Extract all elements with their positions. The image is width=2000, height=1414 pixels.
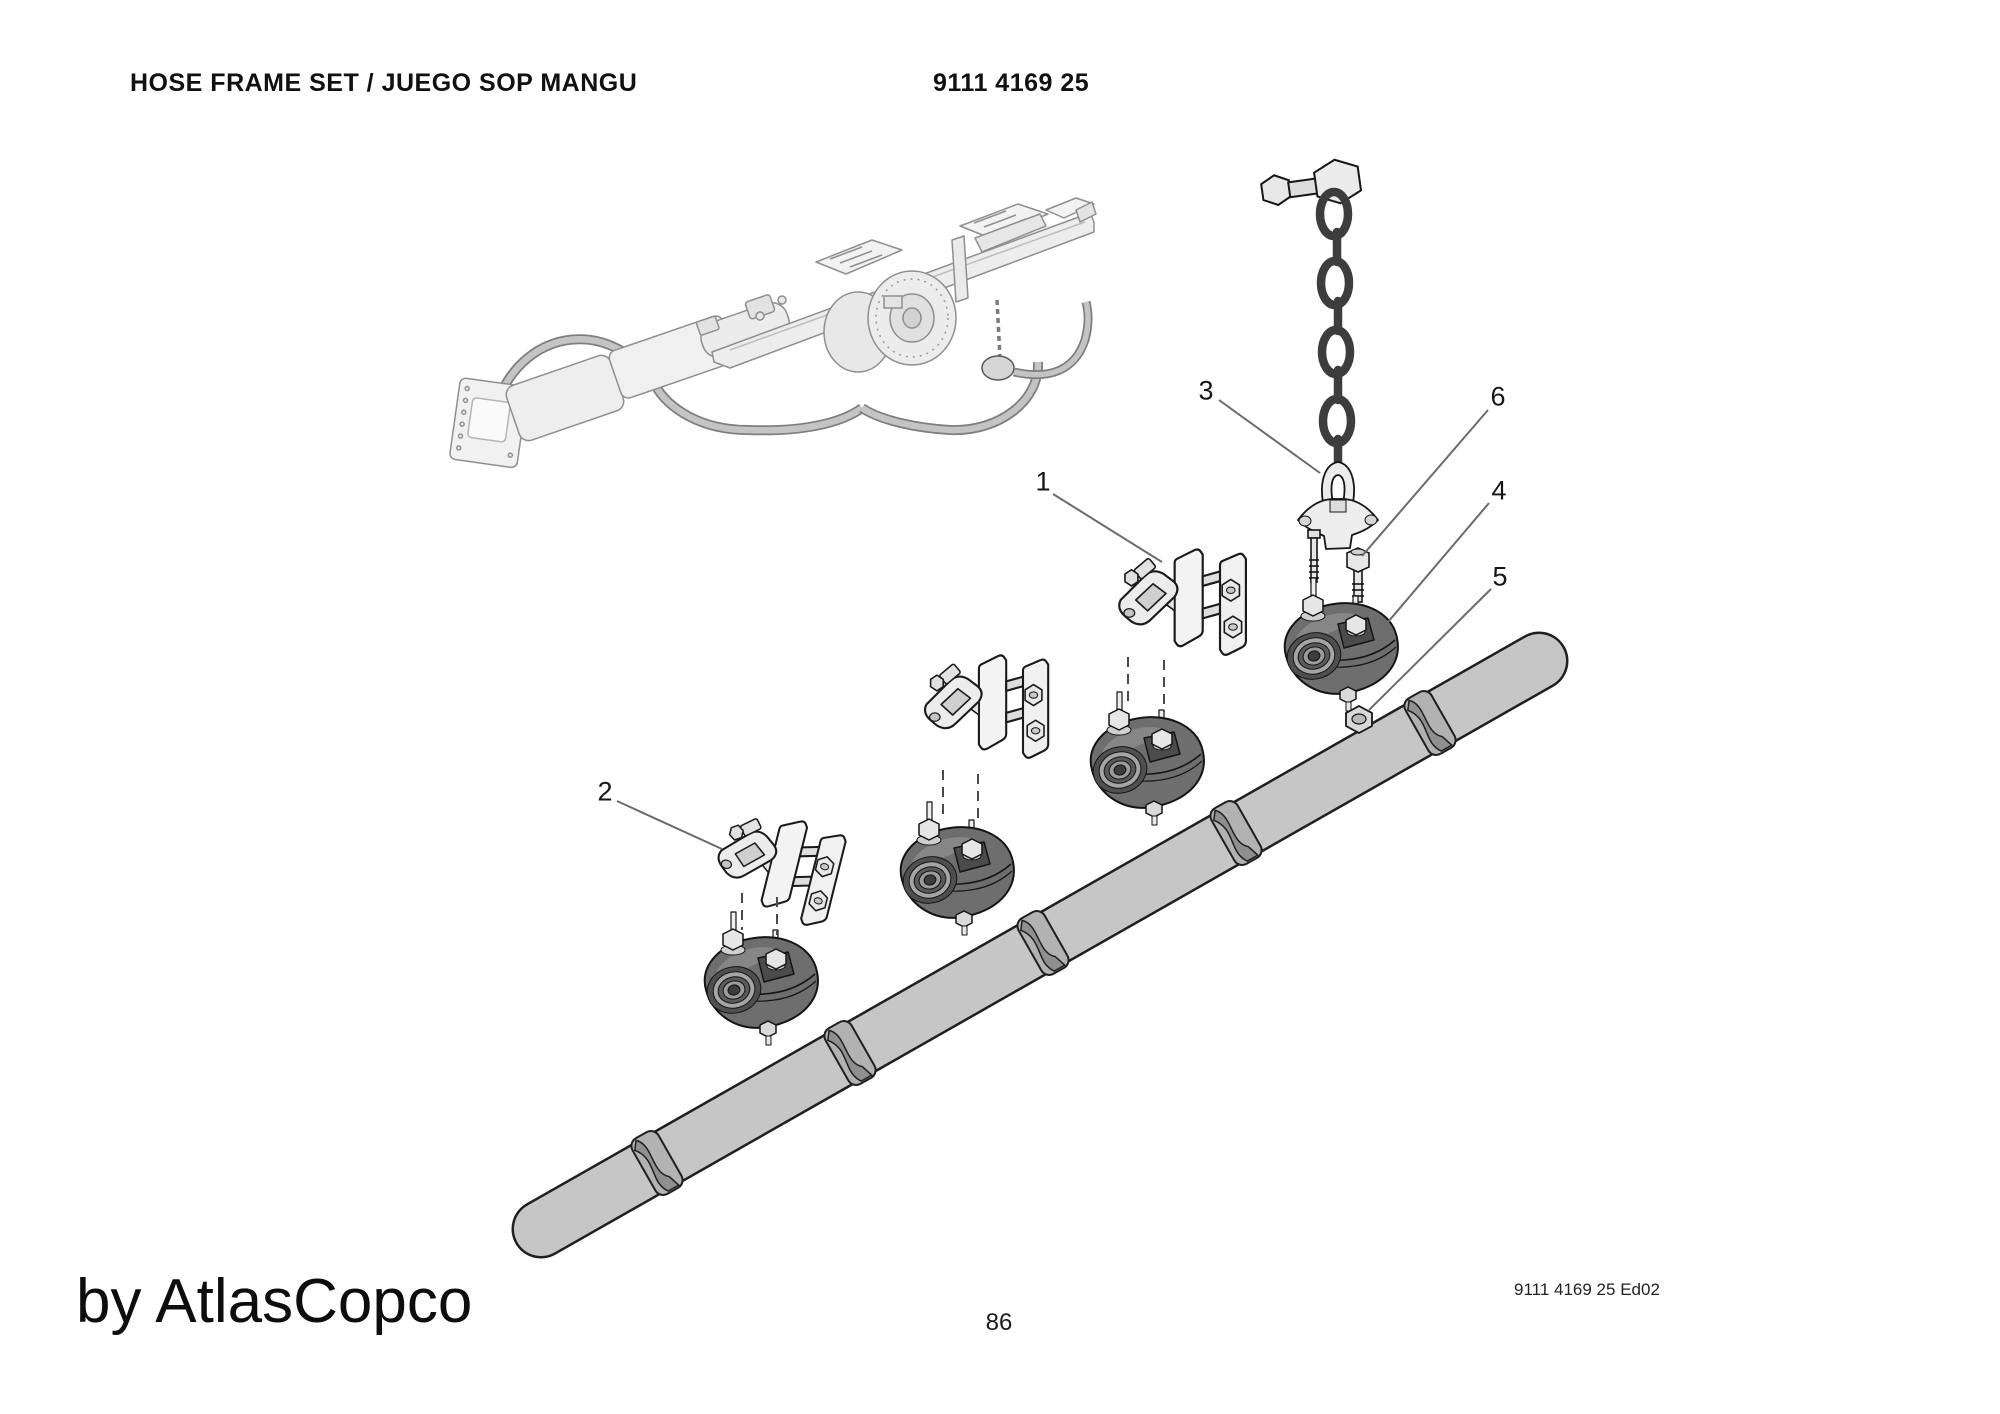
leader-line-5 — [1368, 588, 1492, 711]
hose-clamp-body-chain — [1281, 577, 1399, 712]
page-title: HOSE FRAME SET / JUEGO SOP MANGU — [130, 69, 638, 97]
callout-label-1: 1 — [1035, 466, 1051, 497]
leader-line-4 — [1387, 502, 1490, 623]
hose-clamp-body-middle — [897, 801, 1015, 936]
rig-housings — [505, 294, 790, 442]
saddle-bracket — [1296, 498, 1380, 550]
assembly-dashed-lines — [741, 657, 1165, 935]
callout-label-3: 3 — [1198, 375, 1214, 406]
brand-text: by AtlasCopco — [76, 1267, 473, 1336]
leader-line-2 — [616, 800, 723, 850]
rig-top-mounts — [815, 197, 1097, 275]
hose-tube — [511, 631, 1569, 1259]
callout-label-6: 6 — [1490, 381, 1506, 412]
hose-clamp-body-right — [1087, 691, 1205, 826]
mounting-bracket-left — [706, 802, 849, 931]
page-number: 86 — [985, 1309, 1013, 1336]
leader-line-6 — [1361, 409, 1489, 557]
chain-suspension-assembly — [1260, 158, 1380, 603]
rig-mini-chain-clamp — [883, 295, 1015, 381]
hex-bolt-item6 — [1346, 547, 1370, 603]
edition-text: 9111 4169 25 Ed02 — [1514, 1280, 1660, 1299]
callout-leader-lines — [616, 399, 1492, 850]
lock-nut-item5 — [1345, 704, 1373, 735]
long-stud-bolt — [1307, 529, 1321, 583]
leader-line-3 — [1218, 399, 1321, 474]
leader-line-1 — [1052, 493, 1163, 563]
mounting-bracket-right — [1118, 548, 1248, 656]
hose-clamp-body-left — [701, 911, 819, 1046]
part-number: 9111 4169 25 — [933, 69, 1090, 97]
rig-hoses — [492, 300, 1093, 436]
callout-label-4: 4 — [1491, 475, 1507, 506]
rig-assembly-drawing — [449, 197, 1097, 469]
callout-label-5: 5 — [1492, 561, 1508, 592]
chain-links — [1315, 187, 1356, 467]
mounting-bracket-middle — [923, 654, 1050, 759]
rig-flange-disc — [823, 270, 957, 373]
callout-label-2: 2 — [597, 776, 613, 807]
